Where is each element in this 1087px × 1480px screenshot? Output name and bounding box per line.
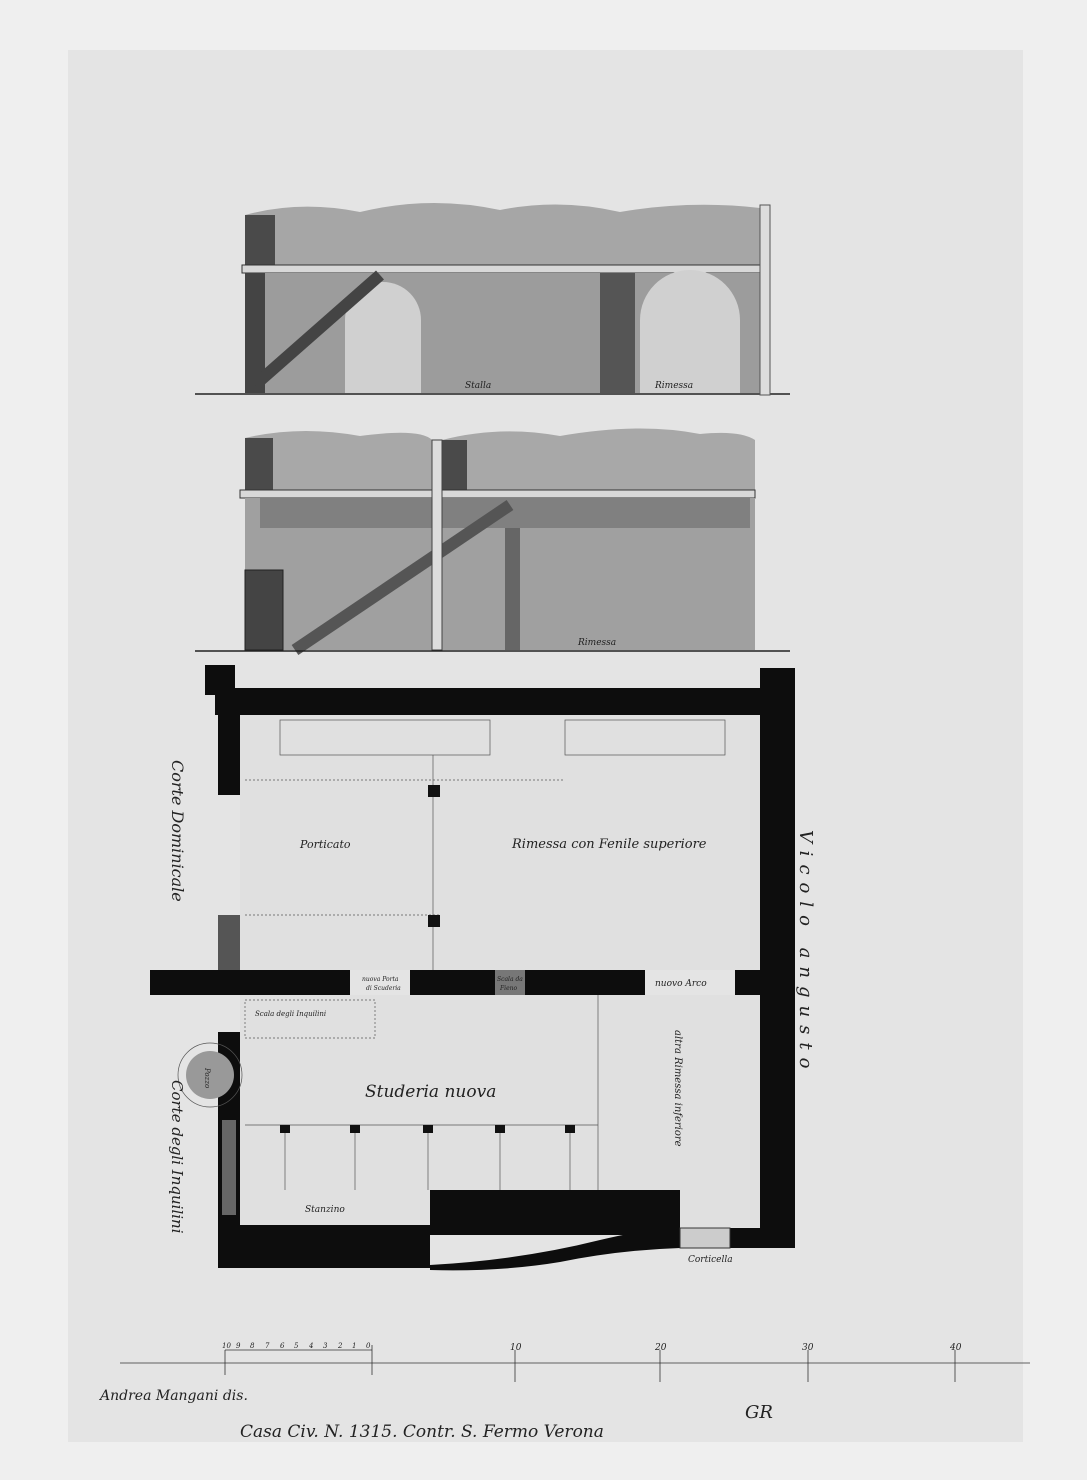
scale-small-labels: 10 9 8 7 6 5 4 3 2 1 0 [222, 1342, 371, 1350]
label-nuovo-arco: nuovo Arco [655, 979, 707, 989]
svg-text:9: 9 [236, 1342, 241, 1350]
label-scala-fieno-1: Scala da [497, 976, 523, 983]
label-rimessa-lower: Rimessa [577, 638, 616, 648]
svg-text:4: 4 [308, 1342, 313, 1350]
wall-right [760, 668, 795, 1248]
label-rimessa-fenile: Rimessa con Fenile superiore [511, 837, 707, 852]
label-altra-rimessa: altra Rimessa inferiore [672, 1030, 683, 1147]
svg-text:10: 10 [222, 1342, 231, 1350]
wall-middle [150, 970, 350, 995]
well [186, 1051, 234, 1099]
elevation-lower: Rimessa [195, 428, 790, 655]
svg-text:10: 10 [510, 1343, 522, 1353]
label-porta-1: nuova Porta [362, 976, 399, 983]
svg-text:8: 8 [250, 1342, 255, 1350]
elevation-upper: Stalla Rimessa [195, 202, 790, 396]
label-corte-inquilini: Corte degli Inquilini [168, 1080, 186, 1234]
caption: Casa Civ. N. 1315. Contr. S. Fermo Veron… [240, 1422, 604, 1442]
label-porticato: Porticato [299, 838, 351, 851]
svg-text:0: 0 [366, 1342, 371, 1350]
svg-text:5: 5 [294, 1342, 299, 1350]
wall-top [215, 688, 785, 715]
scale-major-labels: 10 20 30 40 [510, 1343, 962, 1353]
svg-text:30: 30 [802, 1343, 814, 1353]
scale-bar [120, 1345, 1030, 1382]
label-porta-2: di Scuderia [366, 985, 401, 992]
label-rimessa-upper: Rimessa [654, 381, 693, 391]
label-scala-inquilini: Scala degli Inquilini [255, 1010, 326, 1018]
label-stalla: Stalla [465, 381, 491, 391]
signature: Andrea Mangani dis. [98, 1388, 248, 1404]
svg-text:3: 3 [323, 1342, 328, 1350]
label-vicolo-angusto: Vicolo angusto [795, 830, 816, 1076]
stamp: GR [745, 1402, 773, 1423]
svg-text:2: 2 [337, 1342, 343, 1350]
label-corticella: Corticella [688, 1255, 733, 1265]
label-stanzino: Stanzino [305, 1205, 345, 1215]
svg-text:6: 6 [280, 1342, 285, 1350]
label-pozzo: Pozzo [203, 1067, 211, 1088]
svg-text:7: 7 [265, 1342, 270, 1350]
floor-plan: Porticato Rimessa con Fenile superiore C… [150, 665, 816, 1271]
svg-text:20: 20 [654, 1343, 667, 1353]
label-scuderia-nuova: Studeria nuova [365, 1082, 496, 1102]
svg-text:1: 1 [352, 1342, 356, 1350]
label-corte-dominicale: Corte Dominicale [168, 760, 187, 902]
label-scala-fieno-2: Fieno [499, 985, 517, 992]
svg-text:40: 40 [949, 1343, 962, 1353]
